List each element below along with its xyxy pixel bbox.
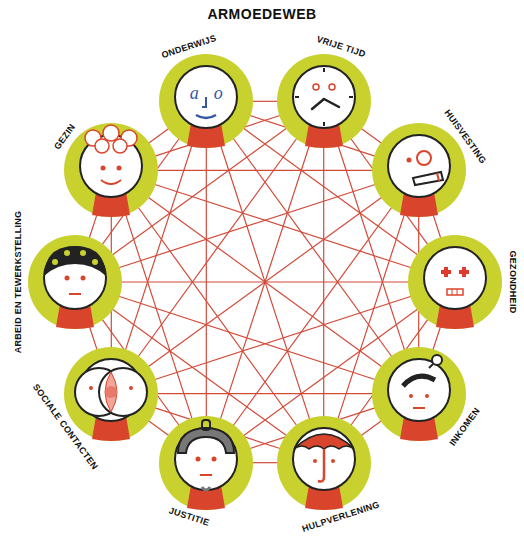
face-icon (371, 122, 467, 218)
web-line (149, 128, 170, 143)
web-line (361, 128, 382, 143)
web-line (149, 197, 382, 366)
face-icon (158, 415, 254, 511)
web-line (89, 326, 97, 350)
web-line (361, 421, 382, 436)
theme-circle: JUSTITIE (158, 415, 254, 511)
face-letter: o (214, 84, 223, 102)
web-line (89, 214, 97, 238)
face-icon (276, 415, 372, 511)
web-line (157, 393, 372, 394)
web-line (155, 296, 411, 379)
theme-circle: HULPVERLENING (276, 415, 372, 511)
theme-label: ARBEID EN TEWERKSTELLING (13, 211, 24, 354)
theme-circle: ARBEID EN TEWERKSTELLING (27, 234, 123, 330)
web-line (433, 214, 441, 238)
diagram-title: ARMOEDEWEB (0, 6, 524, 22)
web-line (138, 208, 296, 426)
face-icon (407, 234, 503, 330)
face-icon (158, 53, 254, 149)
face-icon (371, 346, 467, 442)
web-line (149, 421, 170, 436)
theme-circle: INKOMEN (371, 346, 467, 442)
theme-circle: SOCIALE CONTACTEN (63, 346, 159, 442)
web-line (119, 185, 375, 268)
face-icon (27, 234, 123, 330)
web-line (252, 462, 277, 463)
web-line (155, 185, 411, 268)
face-letter: a (190, 84, 199, 102)
face-icon (63, 346, 159, 442)
theme-label: GEZONDHEID (507, 250, 518, 313)
theme-circle: GEZIN (63, 122, 159, 218)
theme-circle: GEZONDHEID (407, 234, 503, 330)
web-line (252, 101, 277, 102)
web-line (157, 170, 372, 171)
web-line (433, 326, 441, 350)
theme-circle: ONDERWIJS (158, 53, 254, 149)
face-icon (63, 122, 159, 218)
theme-circle: HUISVESTING (371, 122, 467, 218)
web-line (119, 296, 375, 379)
theme-circle: VRIJE TIJD (276, 53, 372, 149)
face-icon (276, 53, 372, 149)
